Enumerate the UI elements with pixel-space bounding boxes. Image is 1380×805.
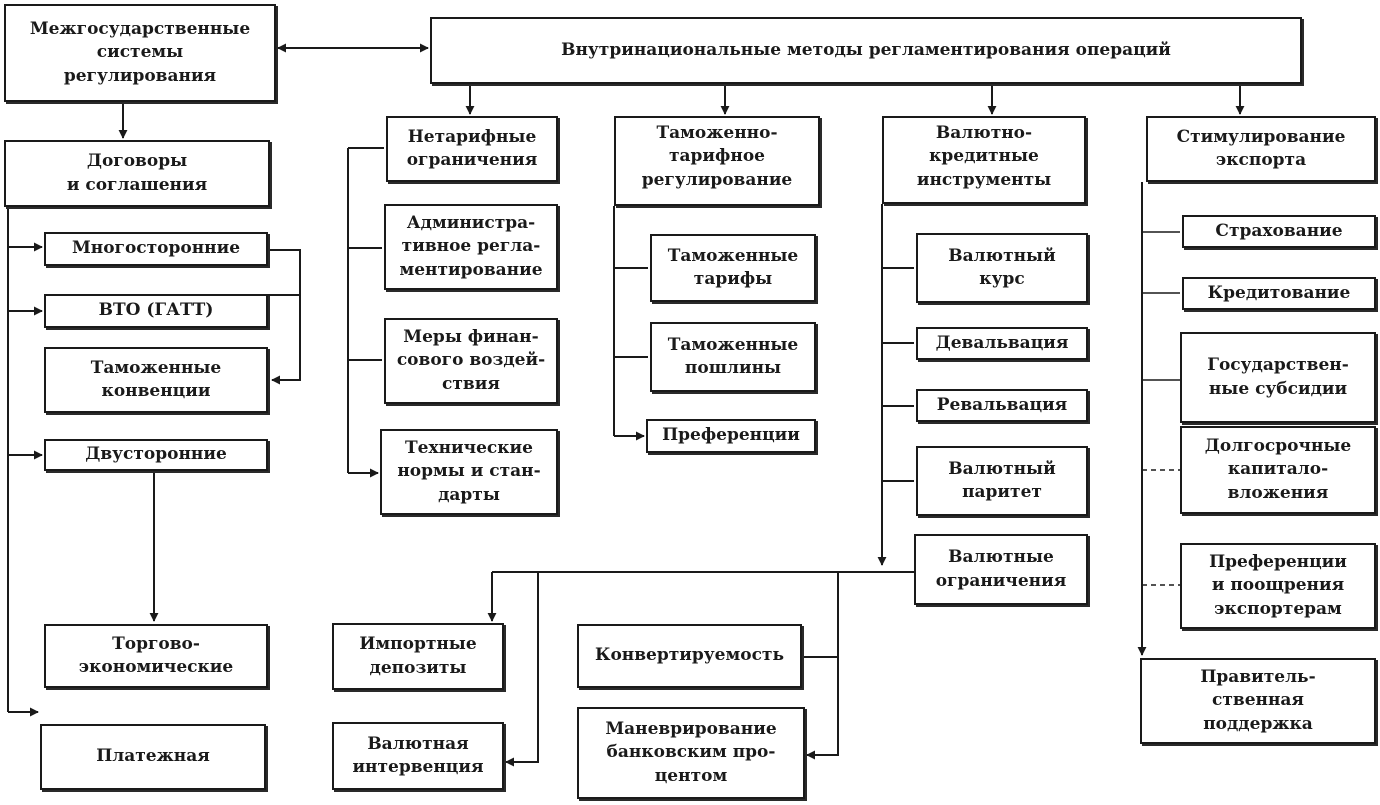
intergovernmental-systems-box: Межгосударственные системы регулирования	[4, 4, 276, 102]
multilateral-box: Многосторонние	[44, 232, 268, 266]
currency-credit-instruments-box: Валютно- кредитные инструменты	[882, 116, 1086, 204]
currency-intervention-box: Валютная интервенция	[332, 722, 504, 790]
currency-restrictions-box: Валютные ограничения	[914, 534, 1088, 605]
long-term-investment-box: Долгосрочные капитало- вложения	[1180, 426, 1376, 514]
financial-measures-box: Меры финан- сового воздей- ствия	[384, 318, 558, 404]
government-support-box: Правитель- ственная поддержка	[1140, 658, 1376, 744]
exporter-preferences-box: Преференции и поощрения экспортерам	[1180, 543, 1376, 629]
treaties-box: Договоры и соглашения	[4, 140, 270, 207]
revaluation-box: Ревальвация	[916, 389, 1088, 422]
non-tariff-restrictions-box: Нетарифные ограничения	[386, 116, 558, 182]
national-methods-box: Внутринациональные методы регламентирова…	[430, 17, 1302, 84]
crediting-box: Кредитование	[1182, 277, 1376, 310]
technical-norms-box: Технические нормы и стан- дарты	[380, 429, 558, 515]
export-stimulation-box: Стимулирование экспорта	[1146, 116, 1376, 182]
wto-gatt-box: ВТО (ГАТТ)	[44, 294, 268, 328]
devaluation-box: Девальвация	[916, 327, 1088, 360]
trade-economic-box: Торгово- экономические	[44, 624, 268, 688]
state-subsidies-box: Государствен- ные субсидии	[1180, 332, 1376, 423]
customs-tariff-regulation-box: Таможенно- тарифное регулирование	[614, 116, 820, 206]
administrative-regulation-box: Администра- тивное регла- ментирование	[384, 204, 558, 290]
link-multilateral-bracket	[268, 249, 301, 385]
exchange-rate-box: Валютный курс	[916, 233, 1088, 303]
link-restrictions-bank-rate	[806, 572, 839, 760]
customs-duties-box: Таможенные пошлины	[650, 322, 816, 392]
link-restrictions-intervention	[505, 572, 539, 767]
insurance-box: Страхование	[1182, 215, 1376, 248]
customs-conventions-box: Таможенные конвенции	[44, 347, 268, 413]
preferences-box: Преференции	[646, 419, 816, 453]
bilateral-box: Двусторонние	[44, 439, 268, 471]
import-deposits-box: Импортные депозиты	[332, 623, 504, 690]
convertibility-box: Конвертируемость	[577, 624, 802, 688]
customs-tariffs-box: Таможенные тарифы	[650, 234, 816, 302]
currency-parity-box: Валютный паритет	[916, 446, 1088, 516]
payment-box: Платежная	[40, 724, 266, 790]
bank-rate-box: Маневрирование банковским про- центом	[577, 707, 805, 799]
